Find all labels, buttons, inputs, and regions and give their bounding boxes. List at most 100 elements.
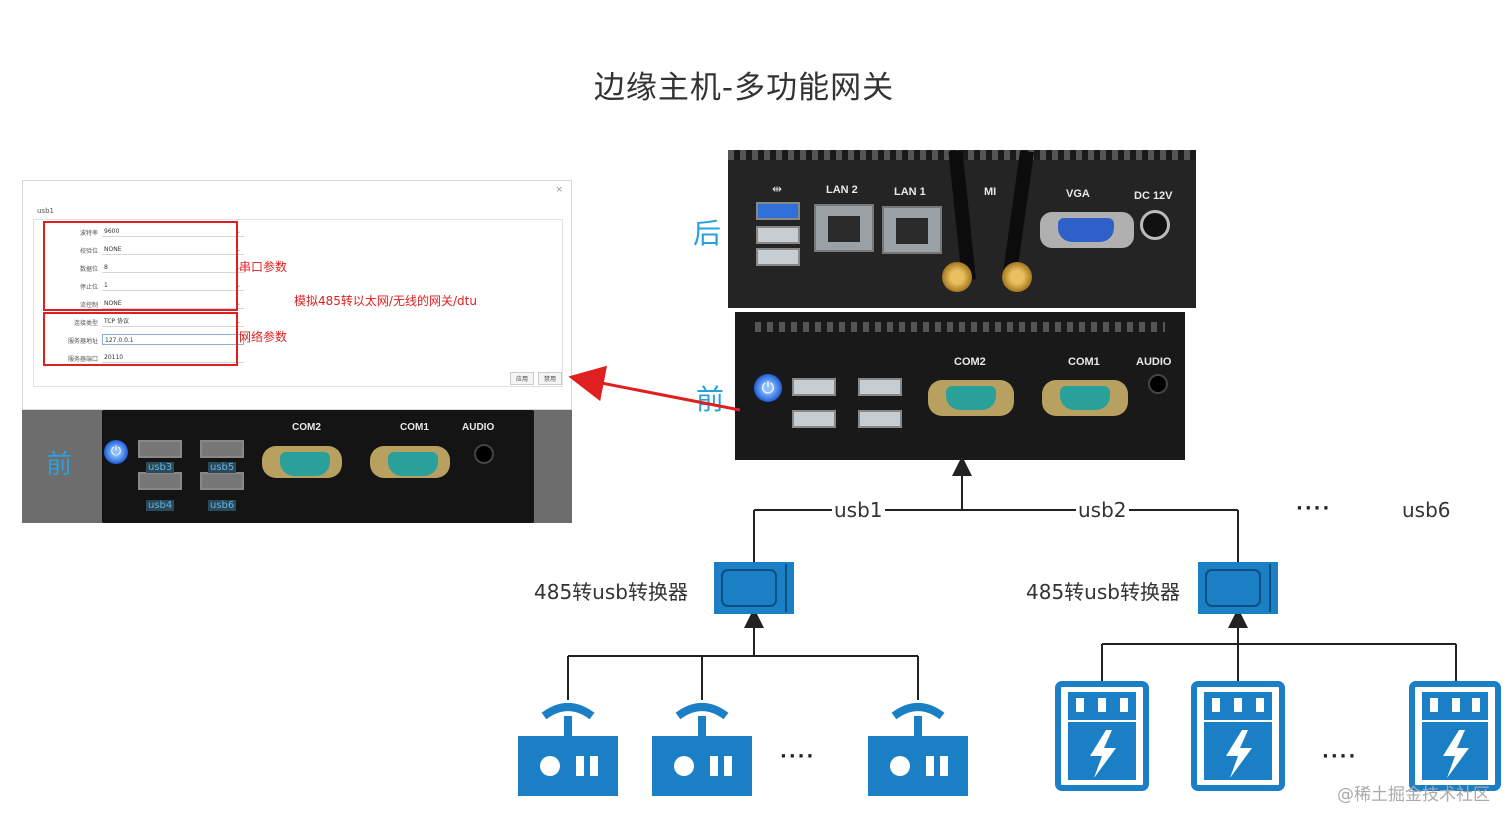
- field-label: 服务器端口: [67, 356, 98, 363]
- power-meter-icon: [1191, 681, 1285, 791]
- usb-port: [858, 410, 902, 428]
- audio-jack: [474, 444, 494, 464]
- chevron-down-icon: ⌄: [235, 246, 241, 253]
- usb1-label: usb1: [832, 498, 885, 522]
- usb-bus-lines: [567, 456, 1457, 700]
- network-highlight-box: [43, 312, 238, 366]
- field-label: 校验位: [79, 248, 98, 255]
- power-meter-icon: [1055, 681, 1149, 791]
- com1-port: [1042, 380, 1128, 416]
- sensor-device-icon: [652, 703, 752, 796]
- field-baud-rate[interactable]: 波特率 9600 ⌄: [54, 226, 244, 239]
- usb-port: [756, 226, 800, 244]
- page-title: 边缘主机-多功能网关: [593, 70, 895, 106]
- serial-annotation: 串口参数: [239, 260, 288, 274]
- power-meter-icon: [1409, 681, 1501, 791]
- vga-label: VGA: [1066, 188, 1090, 200]
- front-side-label: 前: [696, 383, 725, 416]
- dc-label: DC 12V: [1134, 190, 1173, 202]
- lan2-port: [814, 204, 874, 252]
- watermark: @稀土掘金技术社区: [1337, 785, 1490, 805]
- ellipsis: ····: [780, 746, 816, 767]
- network-annotation: 网络参数: [239, 330, 288, 344]
- converter-icon: [714, 562, 794, 614]
- field-label: 停止位: [79, 284, 98, 291]
- usb-port: [792, 378, 836, 396]
- usb-label: usb5: [208, 462, 237, 473]
- field-stop-bits[interactable]: 停止位 1⌄: [54, 280, 244, 293]
- usb-symbol-icon: ⇹: [772, 182, 783, 196]
- config-form: 波特率 9600⌄ 校验位 NONE⌄ 数据位 8⌄ 停止位 1⌄ 流控制 NO…: [33, 219, 563, 387]
- usb-port: [200, 472, 244, 490]
- chevron-down-icon: ⌄: [235, 228, 241, 235]
- lan1-port: [882, 206, 942, 254]
- flow-control-select[interactable]: NONE⌄: [102, 298, 244, 309]
- config-dialog: × usb1 波特率 9600⌄ 校验位 NONE⌄ 数据位 8⌄ 停止位 1⌄…: [22, 180, 572, 410]
- field-label: 波特率: [79, 230, 98, 237]
- usb-port: [858, 378, 902, 396]
- usb-port: [792, 410, 836, 428]
- com2-label: COM2: [954, 356, 986, 368]
- audio-label: AUDIO: [1136, 356, 1172, 368]
- serial-highlight-box: [43, 221, 238, 311]
- chevron-down-icon: ⌄: [235, 300, 241, 307]
- field-label: 流控制: [79, 302, 98, 309]
- field-server-address[interactable]: 服务器地址 127.0.0.1: [54, 334, 244, 347]
- field-value: NONE: [104, 246, 122, 253]
- audio-jack: [1148, 374, 1168, 394]
- vent-grille: [755, 322, 1165, 332]
- lan2-label: LAN 2: [826, 184, 858, 196]
- antenna-connector: [1002, 262, 1032, 292]
- usb-label: usb6: [208, 500, 237, 511]
- vga-port: [1040, 212, 1134, 248]
- converter-label: 485转usb转换器: [532, 576, 690, 605]
- audio-label: AUDIO: [462, 422, 495, 433]
- com1-port: [370, 446, 450, 478]
- com1-label: COM1: [400, 422, 429, 433]
- disable-button[interactable]: 禁用: [538, 372, 562, 385]
- usb-port: [138, 440, 182, 458]
- baud-rate-select[interactable]: 9600 ⌄: [102, 226, 244, 237]
- field-value: 8: [104, 264, 108, 271]
- usb-port: [200, 440, 244, 458]
- chevron-down-icon: ⌄: [235, 264, 241, 271]
- close-icon[interactable]: ×: [555, 185, 563, 195]
- sensor-device-icon: [868, 703, 968, 796]
- com1-label: COM1: [1068, 356, 1100, 368]
- field-data-bits[interactable]: 数据位 8⌄: [54, 262, 244, 275]
- field-server-port[interactable]: 服务器端口 20110: [54, 352, 244, 365]
- field-connection-type[interactable]: 连接类型 TCP 协议⌄: [54, 316, 244, 329]
- field-parity[interactable]: 校验位 NONE ⌄: [54, 244, 244, 257]
- field-value: 9600: [104, 228, 120, 235]
- apply-button[interactable]: 应用: [510, 372, 535, 385]
- connection-type-select[interactable]: TCP 协议⌄: [102, 316, 244, 327]
- power-icon: ⏻: [754, 374, 782, 402]
- com2-label: COM2: [292, 422, 321, 433]
- field-label: 服务器地址: [67, 338, 98, 345]
- usb-port: [756, 248, 800, 266]
- usb-port: [138, 472, 182, 490]
- usb2-label: usb2: [1076, 498, 1129, 522]
- chevron-down-icon: ⌄: [235, 318, 241, 325]
- power-icon: ⏻: [104, 440, 128, 464]
- server-port-input[interactable]: 20110: [102, 352, 244, 363]
- front-side-label: 前: [46, 450, 73, 480]
- parity-select[interactable]: NONE ⌄: [102, 244, 244, 255]
- callout-arrow: [568, 365, 741, 412]
- stop-bits-select[interactable]: 1⌄: [102, 280, 244, 291]
- field-label: 数据位: [79, 266, 98, 273]
- mi-label: MI: [984, 186, 997, 198]
- data-bits-select[interactable]: 8⌄: [102, 262, 244, 273]
- server-address-input[interactable]: 127.0.0.1: [102, 334, 244, 345]
- converter-label: 485转usb转换器: [1024, 576, 1182, 605]
- com2-port: [928, 380, 1014, 416]
- ellipsis: ····: [1296, 498, 1332, 519]
- lan1-label: LAN 1: [894, 186, 926, 198]
- config-tab[interactable]: usb1: [37, 207, 54, 215]
- usb6-label: usb6: [1400, 498, 1453, 522]
- dc-jack: [1140, 210, 1170, 240]
- antenna-connector: [942, 262, 972, 292]
- field-flow-control[interactable]: 流控制 NONE⌄: [54, 298, 244, 311]
- front-panel-photo-crop: 前 ⏻ usb3 usb5 usb4 usb6 COM2 COM1 AUDIO: [22, 410, 572, 523]
